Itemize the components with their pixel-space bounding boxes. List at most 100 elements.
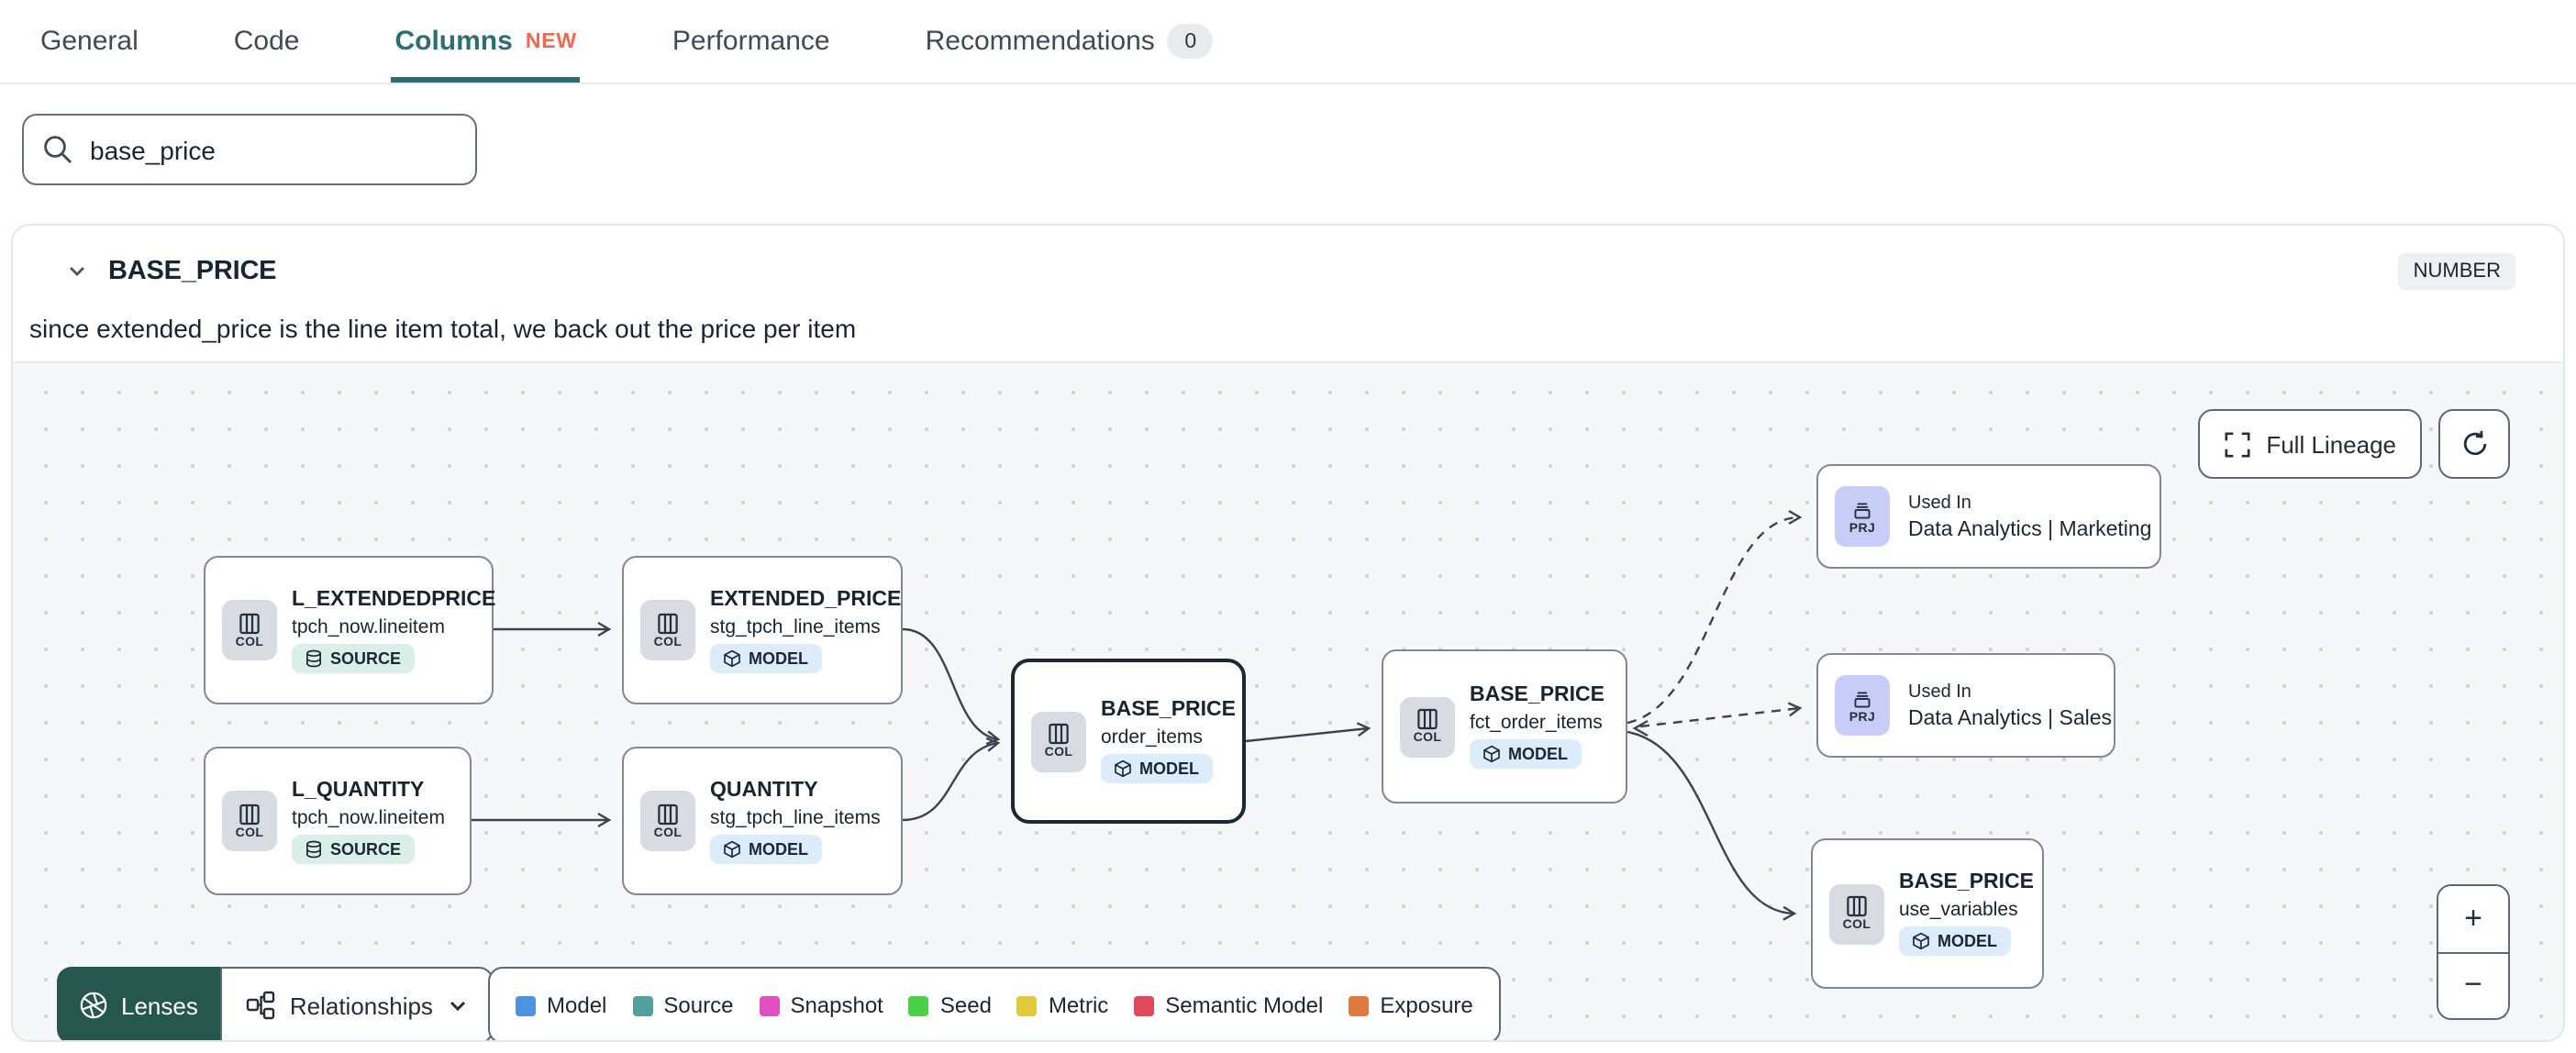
node-title: BASE_PRICE	[1470, 684, 1604, 706]
lineage-node-quantity[interactable]: COL QUANTITY stg_tpch_line_items MODEL	[622, 747, 903, 895]
tab-label: Recommendations	[925, 26, 1155, 57]
column-chip: COL	[1400, 696, 1455, 757]
relationships-icon	[246, 991, 275, 1020]
legend-item: Snapshot	[759, 992, 883, 1018]
lineage-node-extended-price[interactable]: COL EXTENDED_PRICE stg_tpch_line_items M…	[622, 556, 903, 704]
resource-type-badge: MODEL	[710, 834, 821, 863]
resource-type-badge: SOURCE	[292, 643, 415, 672]
columns-icon	[658, 612, 678, 634]
legend-item: Metric	[1016, 992, 1109, 1018]
column-description: since extended_price is the line item to…	[29, 314, 857, 343]
legend-label: Exposure	[1380, 992, 1473, 1018]
relationships-dropdown[interactable]: Relationships	[219, 967, 494, 1040]
lenses-button[interactable]: Lenses	[57, 967, 220, 1040]
legend-item: Model	[516, 992, 606, 1018]
archive-icon	[1854, 502, 1871, 518]
recommendations-count-badge: 0	[1167, 24, 1214, 59]
node-body: BASE_PRICE fct_order_items MODEL	[1470, 684, 1604, 769]
node-subtitle: tpch_now.lineitem	[292, 806, 445, 828]
column-chip: COL	[640, 600, 695, 660]
lineage-node-base-price-order-items[interactable]: COL BASE_PRICE order_items MODEL	[1011, 659, 1246, 824]
chip-label: PRJ	[1849, 522, 1876, 535]
node-title: BASE_PRICE	[1101, 699, 1236, 721]
columns-icon	[239, 612, 260, 634]
used-in-label: Used In	[1908, 682, 1971, 702]
tab-columns[interactable]: Columns NEW	[391, 0, 581, 83]
tab-label: General	[40, 26, 139, 57]
lineage-node-l-extendedprice[interactable]: COL L_EXTENDEDPRICE tpch_now.lineitem SO…	[204, 556, 495, 704]
database-icon	[305, 648, 322, 667]
cube-icon	[1913, 932, 1929, 950]
legend-item: Exposure	[1349, 992, 1473, 1018]
node-body: L_EXTENDEDPRICE tpch_now.lineitem SOURCE	[292, 588, 495, 672]
lineage-node-used-in-sales[interactable]: PRJ Used In Data Analytics | Sales	[1816, 653, 2115, 758]
new-badge: NEW	[525, 30, 577, 52]
resource-type-badge: SOURCE	[292, 834, 415, 863]
node-title: EXTENDED_PRICE	[710, 588, 902, 610]
refresh-button[interactable]	[2438, 409, 2510, 479]
legend-swatch	[632, 995, 653, 1015]
legend-label: Model	[547, 992, 607, 1018]
chip-label: COL	[653, 636, 683, 648]
search-input[interactable]	[22, 114, 477, 185]
tab-recommendations[interactable]: Recommendations 0	[922, 0, 1217, 83]
legend-swatch	[1134, 995, 1155, 1015]
badge-label: MODEL	[749, 648, 808, 667]
node-body: Used In Data Analytics | Sales	[1908, 682, 2112, 729]
columns-icon	[1049, 723, 1069, 745]
node-subtitle: fct_order_items	[1470, 712, 1603, 734]
collapse-chevron-icon[interactable]	[66, 260, 88, 283]
legend-swatch	[516, 995, 536, 1015]
legend-label: Snapshot	[790, 992, 883, 1018]
full-lineage-label: Full Lineage	[2266, 430, 2396, 458]
lineage-node-base-price-fct-order-items[interactable]: COL BASE_PRICE fct_order_items MODEL	[1382, 649, 1627, 804]
zoom-in-button[interactable]: +	[2438, 886, 2508, 953]
lineage-node-used-in-marketing[interactable]: PRJ Used In Data Analytics | Marketing	[1816, 464, 2161, 569]
refresh-icon	[2462, 430, 2486, 456]
node-body: BASE_PRICE order_items MODEL	[1101, 699, 1236, 783]
project-chip: PRJ	[1835, 675, 1890, 736]
zoom-out-button[interactable]: −	[2438, 953, 2508, 1018]
node-subtitle: tpch_now.lineitem	[292, 615, 445, 637]
node-body: QUANTITY stg_tpch_line_items MODEL	[710, 779, 881, 863]
cube-icon	[724, 648, 740, 667]
lineage-node-base-price-use-variables[interactable]: COL BASE_PRICE use_variables MODEL	[1811, 838, 2044, 989]
tab-code[interactable]: Code	[230, 0, 304, 83]
column-panel: BASE_PRICE NUMBER since extended_price i…	[11, 224, 2565, 1042]
resource-type-badge: MODEL	[710, 643, 821, 672]
tab-label: Code	[233, 26, 300, 57]
column-chip: COL	[640, 791, 695, 851]
tab-bar: General Code Columns NEW Performance Rec…	[0, 0, 2576, 84]
badge-label: SOURCE	[330, 839, 402, 858]
legend-swatch	[1349, 995, 1370, 1015]
lineage-node-l-quantity[interactable]: COL L_QUANTITY tpch_now.lineitem SOURCE	[204, 747, 472, 895]
badge-label: MODEL	[1508, 745, 1568, 763]
search-icon	[44, 136, 72, 163]
zoom-control: + −	[2437, 884, 2510, 1020]
legend-label: Semantic Model	[1165, 992, 1324, 1018]
tab-performance[interactable]: Performance	[669, 0, 834, 83]
legend-swatch	[908, 995, 929, 1015]
search-row	[0, 84, 2576, 185]
badge-label: MODEL	[1139, 759, 1199, 778]
chip-label: COL	[235, 636, 264, 648]
tab-label: Performance	[672, 26, 830, 57]
tab-general[interactable]: General	[37, 0, 142, 83]
database-icon	[305, 839, 322, 858]
node-body: L_QUANTITY tpch_now.lineitem SOURCE	[292, 779, 445, 863]
full-lineage-button[interactable]: Full Lineage	[2198, 409, 2422, 479]
data-type-badge: NUMBER	[2398, 253, 2515, 290]
resource-legend: Model Source Snapshot Seed Metric Semant…	[488, 967, 1501, 1040]
lineage-canvas[interactable]: COL L_EXTENDEDPRICE tpch_now.lineitem SO…	[13, 361, 2563, 1040]
legend-label: Metric	[1048, 992, 1109, 1018]
resource-type-badge: MODEL	[1899, 926, 2010, 956]
archive-icon	[1854, 691, 1871, 707]
lenses-label: Lenses	[121, 992, 198, 1019]
legend-swatch	[1016, 995, 1038, 1015]
resource-type-badge: MODEL	[1101, 754, 1212, 783]
columns-icon	[658, 803, 678, 825]
chevron-down-icon	[450, 1000, 465, 1011]
badge-label: MODEL	[1938, 932, 1997, 950]
badge-label: SOURCE	[330, 648, 402, 667]
